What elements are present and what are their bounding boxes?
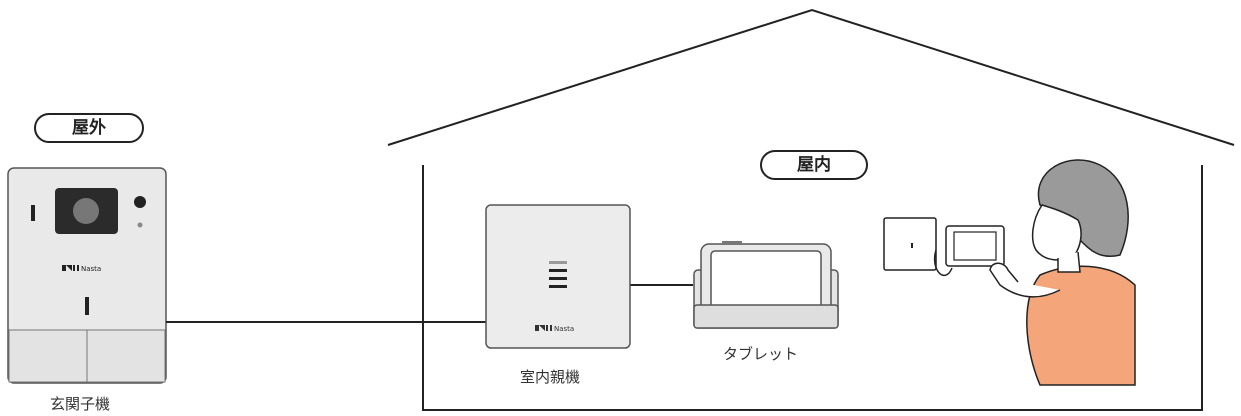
indoor-logo-icon: Nasta	[535, 325, 574, 333]
person-illustration	[883, 159, 1136, 386]
indoor-unit-caption: 室内親機	[520, 368, 581, 386]
tablet-device	[693, 241, 839, 329]
indoor-label: 屋内	[760, 150, 868, 180]
indoor-unit-device: Nasta	[485, 204, 631, 349]
indoor-logo-text: Nasta	[554, 325, 574, 333]
logo-icon: Nasta	[62, 265, 101, 273]
house-walls	[422, 165, 1203, 411]
entrance-logo-text: Nasta	[81, 265, 101, 273]
house-roof	[387, 8, 1235, 146]
tablet-caption: タブレット	[723, 345, 799, 363]
camera-icon	[55, 188, 118, 234]
entrance-unit-device: Nasta	[7, 167, 167, 384]
entrance-unit-caption: 玄関子機	[50, 395, 111, 413]
outdoor-label: 屋外	[34, 113, 144, 143]
